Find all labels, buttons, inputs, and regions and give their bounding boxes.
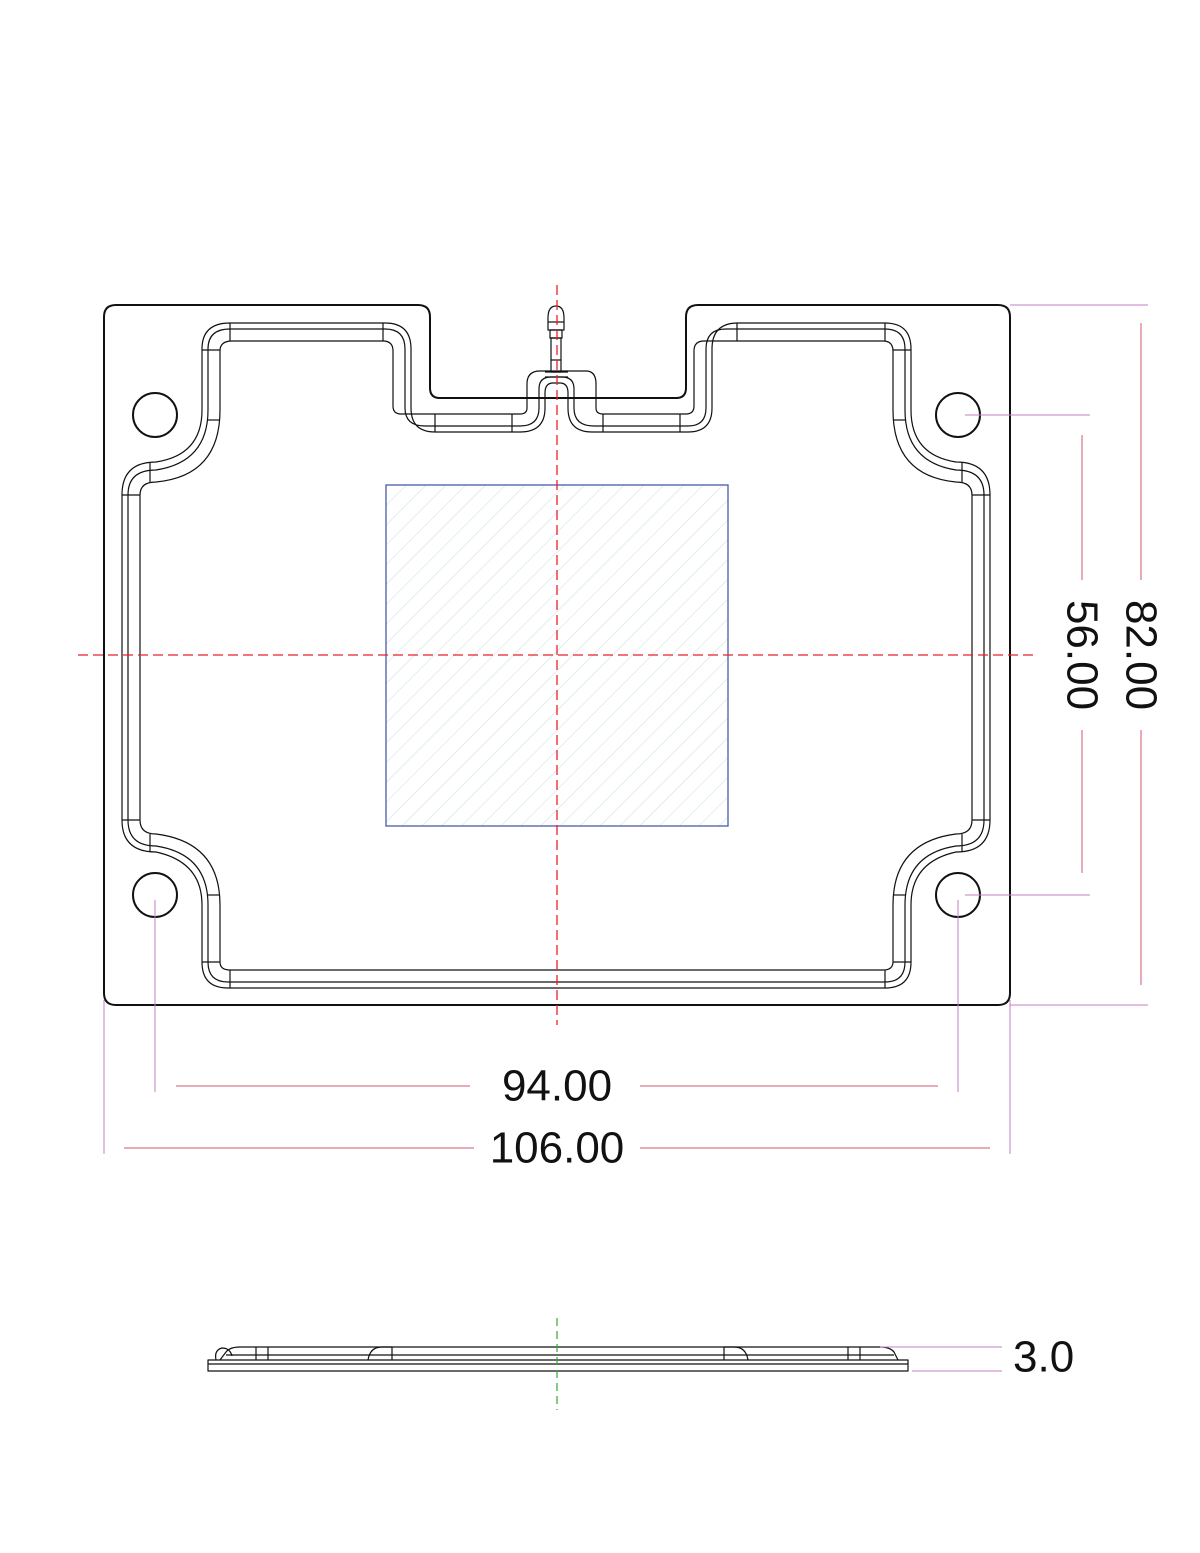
dim-hole-vertical-spacing: 56.00 — [1058, 600, 1107, 710]
plate-outline — [103, 304, 1011, 1006]
groove-segment-marks — [122, 323, 990, 988]
mounting-hole-top-left — [132, 392, 178, 438]
groove-inner — [139, 340, 973, 971]
groove-middle — [127, 328, 985, 983]
side-view-base — [207, 1359, 909, 1372]
dim-overall-width: 106.00 — [490, 1124, 625, 1173]
dim-hole-horizontal-spacing: 94.00 — [502, 1062, 612, 1111]
side-view — [207, 1346, 909, 1372]
dim-overall-height: 82.00 — [1117, 600, 1166, 710]
dim-thickness: 3.0 — [1013, 1333, 1074, 1382]
side-view-raised-rim — [219, 1346, 899, 1361]
groove-outer — [121, 322, 991, 989]
